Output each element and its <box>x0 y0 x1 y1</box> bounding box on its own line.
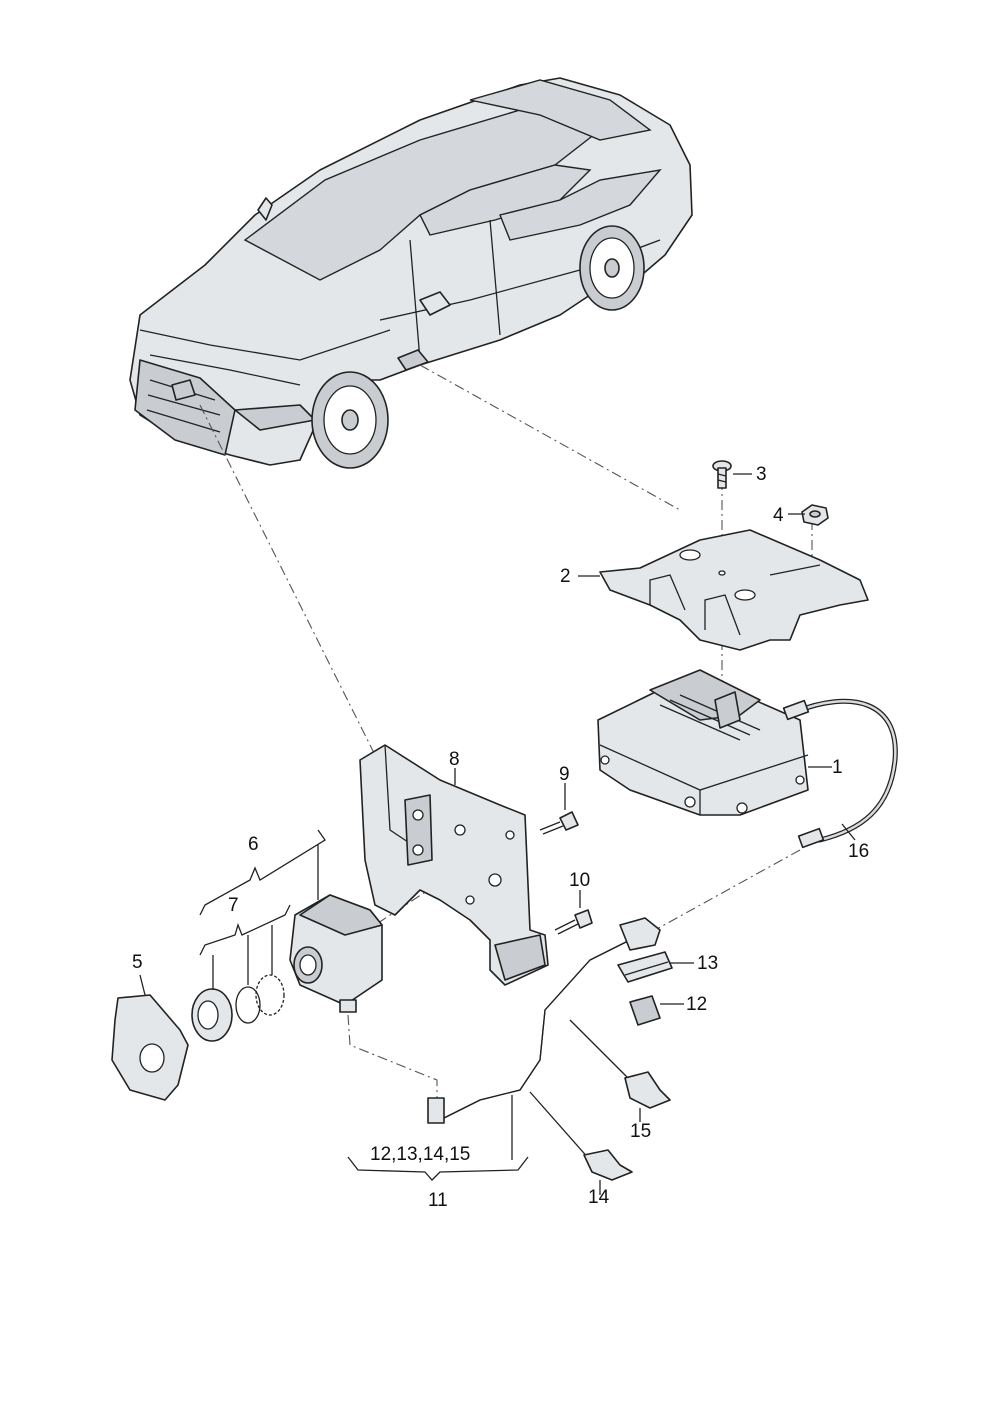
callout-7: 7 <box>228 895 239 916</box>
car-illustration <box>129 77 693 469</box>
clip-part-13 <box>617 951 673 983</box>
ring-set-part-7 <box>191 974 285 1042</box>
callout-13: 13 <box>697 953 719 974</box>
callout-8: 8 <box>449 749 460 770</box>
callout-15: 15 <box>630 1121 652 1142</box>
callout-12: 12 <box>686 994 708 1015</box>
camera-part-6 <box>289 894 383 1013</box>
callout-4: 4 <box>773 505 784 526</box>
callout-5: 5 <box>132 952 143 973</box>
screw-part-9 <box>539 811 579 835</box>
callout-2: 2 <box>560 566 571 587</box>
cable-part-16 <box>782 698 898 849</box>
nut-part-4 <box>801 504 829 526</box>
callout-16: 16 <box>848 841 870 862</box>
bracket-part-2 <box>599 529 869 651</box>
callout-10: 10 <box>569 870 591 891</box>
trim-plate-part-5 <box>111 994 189 1101</box>
wiring-harness-part-11 <box>427 917 661 1124</box>
screw-part-3 <box>712 460 732 489</box>
callout-1: 1 <box>832 757 843 778</box>
callout-9: 9 <box>559 764 570 785</box>
cable-tie-part-14 <box>529 1091 633 1181</box>
connector-part-12 <box>629 995 661 1026</box>
screw-part-10 <box>554 909 593 935</box>
callout-11: 11 <box>428 1190 448 1211</box>
callout-14: 14 <box>588 1187 610 1208</box>
callout-leaders <box>139 473 856 1195</box>
control-unit-part-1 <box>597 669 809 816</box>
cable-tie-part-15 <box>569 1019 671 1109</box>
callout-group-12-15: 12,13,14,15 <box>370 1144 471 1165</box>
callout-3: 3 <box>756 464 767 485</box>
mounting-plate-part-8 <box>359 744 549 986</box>
callout-6: 6 <box>248 834 259 855</box>
